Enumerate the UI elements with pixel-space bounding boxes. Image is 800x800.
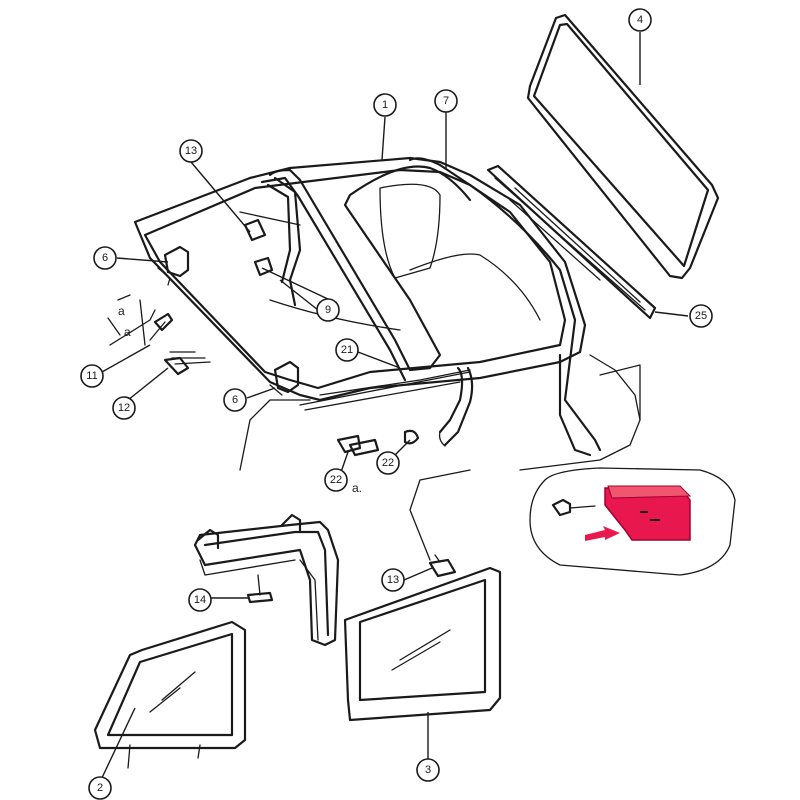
callout-12: 12 <box>112 396 136 420</box>
callout-1: 1 <box>373 93 397 117</box>
hinge-bracket-6-upper <box>157 245 190 286</box>
quarter-window-part-3 <box>343 566 502 722</box>
svg-text:7: 7 <box>443 95 449 107</box>
pointer-arrow <box>585 526 620 541</box>
bolt-part-14 <box>246 574 274 604</box>
callout-6-upper: 6 <box>93 246 117 270</box>
svg-text:2: 2 <box>97 782 103 794</box>
svg-text:3: 3 <box>425 764 431 776</box>
callout-6-lower: 6 <box>223 388 247 412</box>
cross-bars-part-9 <box>239 176 302 307</box>
bolts-part-13 <box>243 218 274 277</box>
callout-25: 25 <box>689 304 713 328</box>
callout-14: 14 <box>188 588 212 612</box>
callout-11: 11 <box>80 364 104 388</box>
leader-lines <box>99 32 689 783</box>
svg-text:13: 13 <box>387 574 399 586</box>
side-window-part-2 <box>93 620 247 769</box>
callout-2: 2 <box>88 776 112 800</box>
svg-text:13: 13 <box>185 145 197 157</box>
svg-text:22: 22 <box>382 457 394 469</box>
callout-13-lower: 13 <box>381 568 405 592</box>
clip-part-22a <box>336 434 380 457</box>
svg-text:4: 4 <box>637 14 643 26</box>
svg-text:25: 25 <box>695 310 707 322</box>
callout-22-right: 22 <box>376 451 400 475</box>
svg-text:14: 14 <box>194 594 206 606</box>
clip-part-22b <box>403 429 420 445</box>
svg-text:21: 21 <box>341 344 353 356</box>
side-a-label-2: a <box>124 325 131 339</box>
svg-text:12: 12 <box>118 402 130 414</box>
side-a-label-1: a <box>118 304 125 318</box>
callout-3: 3 <box>416 758 440 782</box>
callout-22-left: 22 <box>324 468 348 492</box>
detail-a-label: a. <box>352 481 362 495</box>
strip-part-21 <box>299 371 471 411</box>
svg-text:11: 11 <box>86 370 97 382</box>
door-frame-assembly <box>193 513 340 647</box>
svg-text:1: 1 <box>382 99 388 111</box>
detail-inset <box>529 467 736 576</box>
callout-7: 7 <box>434 89 458 113</box>
callout-9: 9 <box>316 298 340 322</box>
bracket-part-11 <box>107 294 211 365</box>
weatherstrip-part-25 <box>486 164 657 320</box>
svg-text:6: 6 <box>232 394 238 406</box>
callout-13-upper: 13 <box>179 139 203 163</box>
callout-4: 4 <box>628 8 652 32</box>
svg-text:9: 9 <box>325 304 331 316</box>
callout-21: 21 <box>335 338 359 362</box>
fastener-part-12 <box>163 356 190 376</box>
svg-text:6: 6 <box>102 252 108 264</box>
bolt-part-13-lower <box>428 554 457 578</box>
panel-outline <box>239 354 641 561</box>
rear-window-part-4 <box>526 13 720 280</box>
hinge-bracket-6-lower <box>269 360 300 396</box>
svg-text:22: 22 <box>330 474 342 486</box>
